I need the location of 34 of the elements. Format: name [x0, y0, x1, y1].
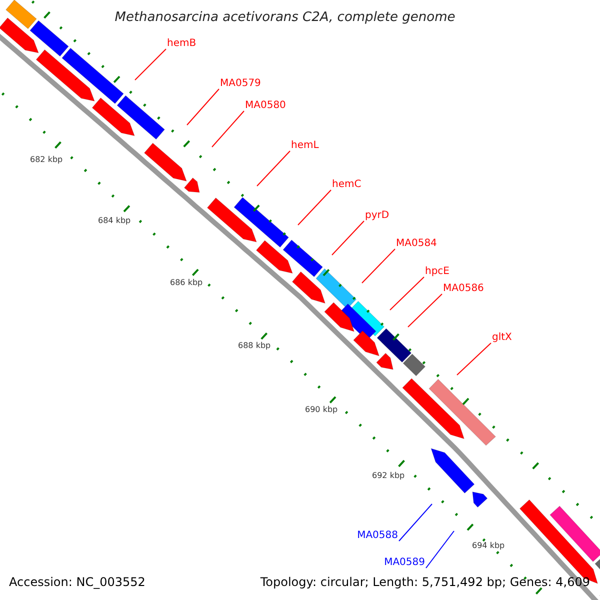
- scale-label: 688 kbp: [238, 341, 271, 351]
- leader-line: [408, 294, 442, 328]
- scale-label: 690 kbp: [305, 405, 338, 415]
- gene-label: hemC: [332, 179, 362, 191]
- gene-label: MA0586: [443, 283, 484, 295]
- accession-text: Accession: NC_003552: [9, 575, 146, 589]
- scale-label: 682 kbp: [30, 155, 63, 165]
- leader-line: [456, 342, 492, 376]
- leader-line: [390, 276, 424, 310]
- leader-line: [426, 530, 454, 568]
- leader-line: [398, 504, 432, 542]
- leader-line: [332, 220, 364, 256]
- scale-label: 686 kbp: [170, 278, 203, 288]
- title: Methanosarcina acetivorans C2A, complete genome: [114, 10, 456, 26]
- gene-label: MA0579: [220, 78, 261, 90]
- leader-line: [256, 150, 290, 186]
- gene-label: MA0588: [357, 530, 398, 542]
- scale-label: 692 kbp: [372, 471, 405, 481]
- genome-stats-text: Topology: circular; Length: 5,751,492 bp; Genes: 4,609: [260, 575, 590, 589]
- gene-label: pyrD: [365, 210, 390, 222]
- leader-line: [134, 48, 166, 80]
- scale-label: 694 kbp: [472, 541, 505, 551]
- gene-label: hemL: [291, 140, 319, 152]
- leader-line: [212, 110, 244, 148]
- leader-line: [186, 88, 220, 126]
- gene-label: MA0580: [245, 100, 286, 112]
- leader-line: [362, 248, 396, 284]
- gene-label: MA0589: [384, 557, 425, 569]
- gene-label: MA0584: [396, 238, 437, 250]
- gene-label: hemB: [167, 38, 196, 50]
- leader-line: [298, 190, 332, 226]
- gene-label: hpcE: [425, 266, 450, 278]
- gene-label: gltX: [492, 332, 512, 344]
- scale-label: 684 kbp: [98, 216, 131, 226]
